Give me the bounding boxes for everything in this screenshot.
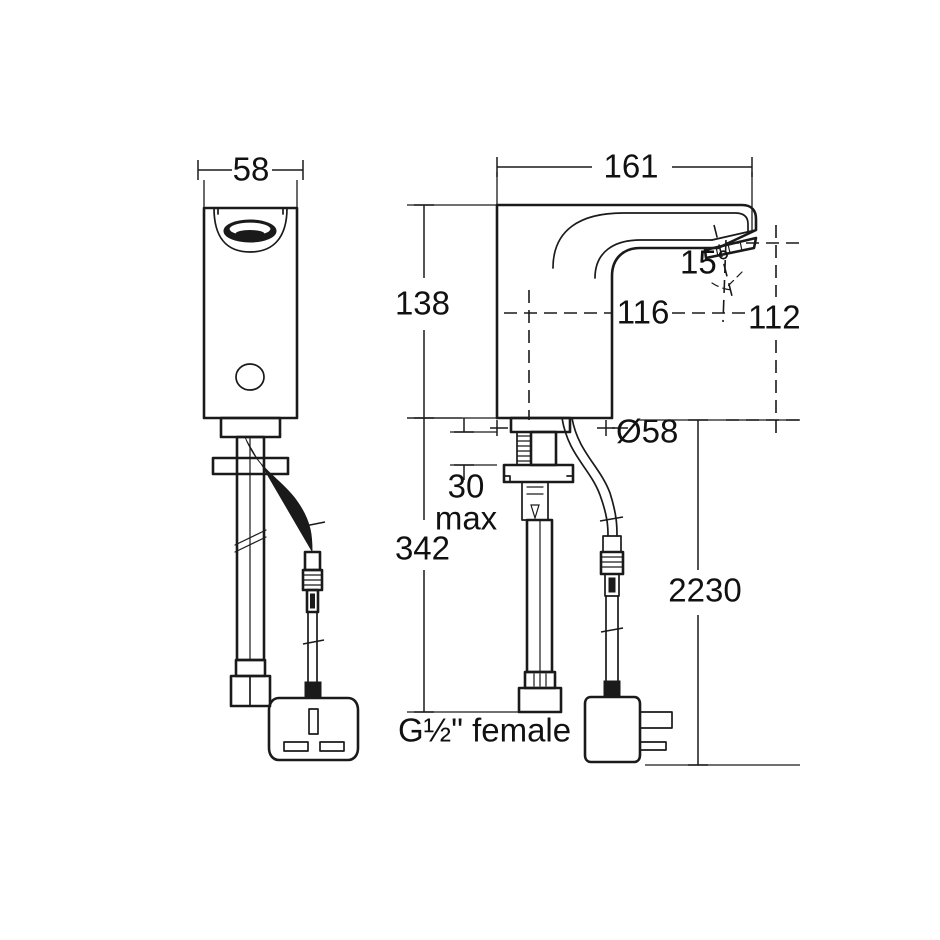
dimension-projection-112: 112 [726, 225, 801, 437]
sensor-window [223, 219, 277, 243]
cable-inline-connector-front [301, 550, 324, 614]
dim-base-dia-label: Ø58 [616, 413, 678, 450]
mounting-shank-side [502, 416, 575, 674]
dim-width-label: 58 [233, 151, 270, 188]
fixing-nut-front [229, 658, 272, 708]
note-connection-label: G½" female [398, 712, 571, 749]
note-g-half-female: G½" female [398, 712, 571, 749]
dimension-reach-161: 161 [496, 148, 753, 230]
cable-inline-connector-side [599, 535, 625, 597]
front-view: 58 [197, 151, 360, 762]
mounting-shank-front [234, 435, 267, 662]
flexible-cable-side [561, 417, 624, 537]
stabiliser-plate-front [211, 456, 290, 476]
dim-projection-label: 112 [748, 299, 801, 336]
dimension-cable-2230: 2230 [638, 419, 800, 766]
front-body [202, 206, 299, 420]
cable-lower-front [302, 611, 325, 699]
dim-body-height-label: 138 [395, 285, 450, 322]
dimension-tail-342: 342 [395, 417, 520, 713]
dim-reach-label: 161 [603, 148, 658, 185]
uk-mains-plug-side [583, 695, 673, 764]
dim-angle-label: 15° [680, 244, 730, 281]
dim-spout-label: 116 [617, 294, 670, 331]
cable-lower-side [600, 595, 624, 698]
dimension-deck-30-max: 30 max [435, 418, 498, 537]
flexible-cable-front [244, 436, 326, 553]
side-body [495, 203, 758, 420]
aerator-outlet [703, 229, 758, 260]
dimension-body-height-138: 138 [395, 204, 497, 419]
front-base-plate [219, 416, 282, 439]
dim-deck-label: 30 [448, 468, 485, 505]
dim-cable-label: 2230 [668, 572, 741, 609]
dimension-width-58: 58 [197, 151, 304, 208]
dimension-base-dia: Ø58 [490, 413, 678, 450]
indicator-button [235, 363, 265, 391]
dim-tail-label: 342 [395, 530, 450, 567]
g-half-connection [517, 670, 563, 714]
dim-deck-note-label: max [435, 500, 498, 537]
dimension-spout-116: 116 [504, 290, 745, 420]
uk-mains-plug-front [267, 696, 360, 762]
side-view: 161 138 342 [395, 148, 801, 766]
dimension-outlet-angle-15: 15° [680, 224, 743, 323]
